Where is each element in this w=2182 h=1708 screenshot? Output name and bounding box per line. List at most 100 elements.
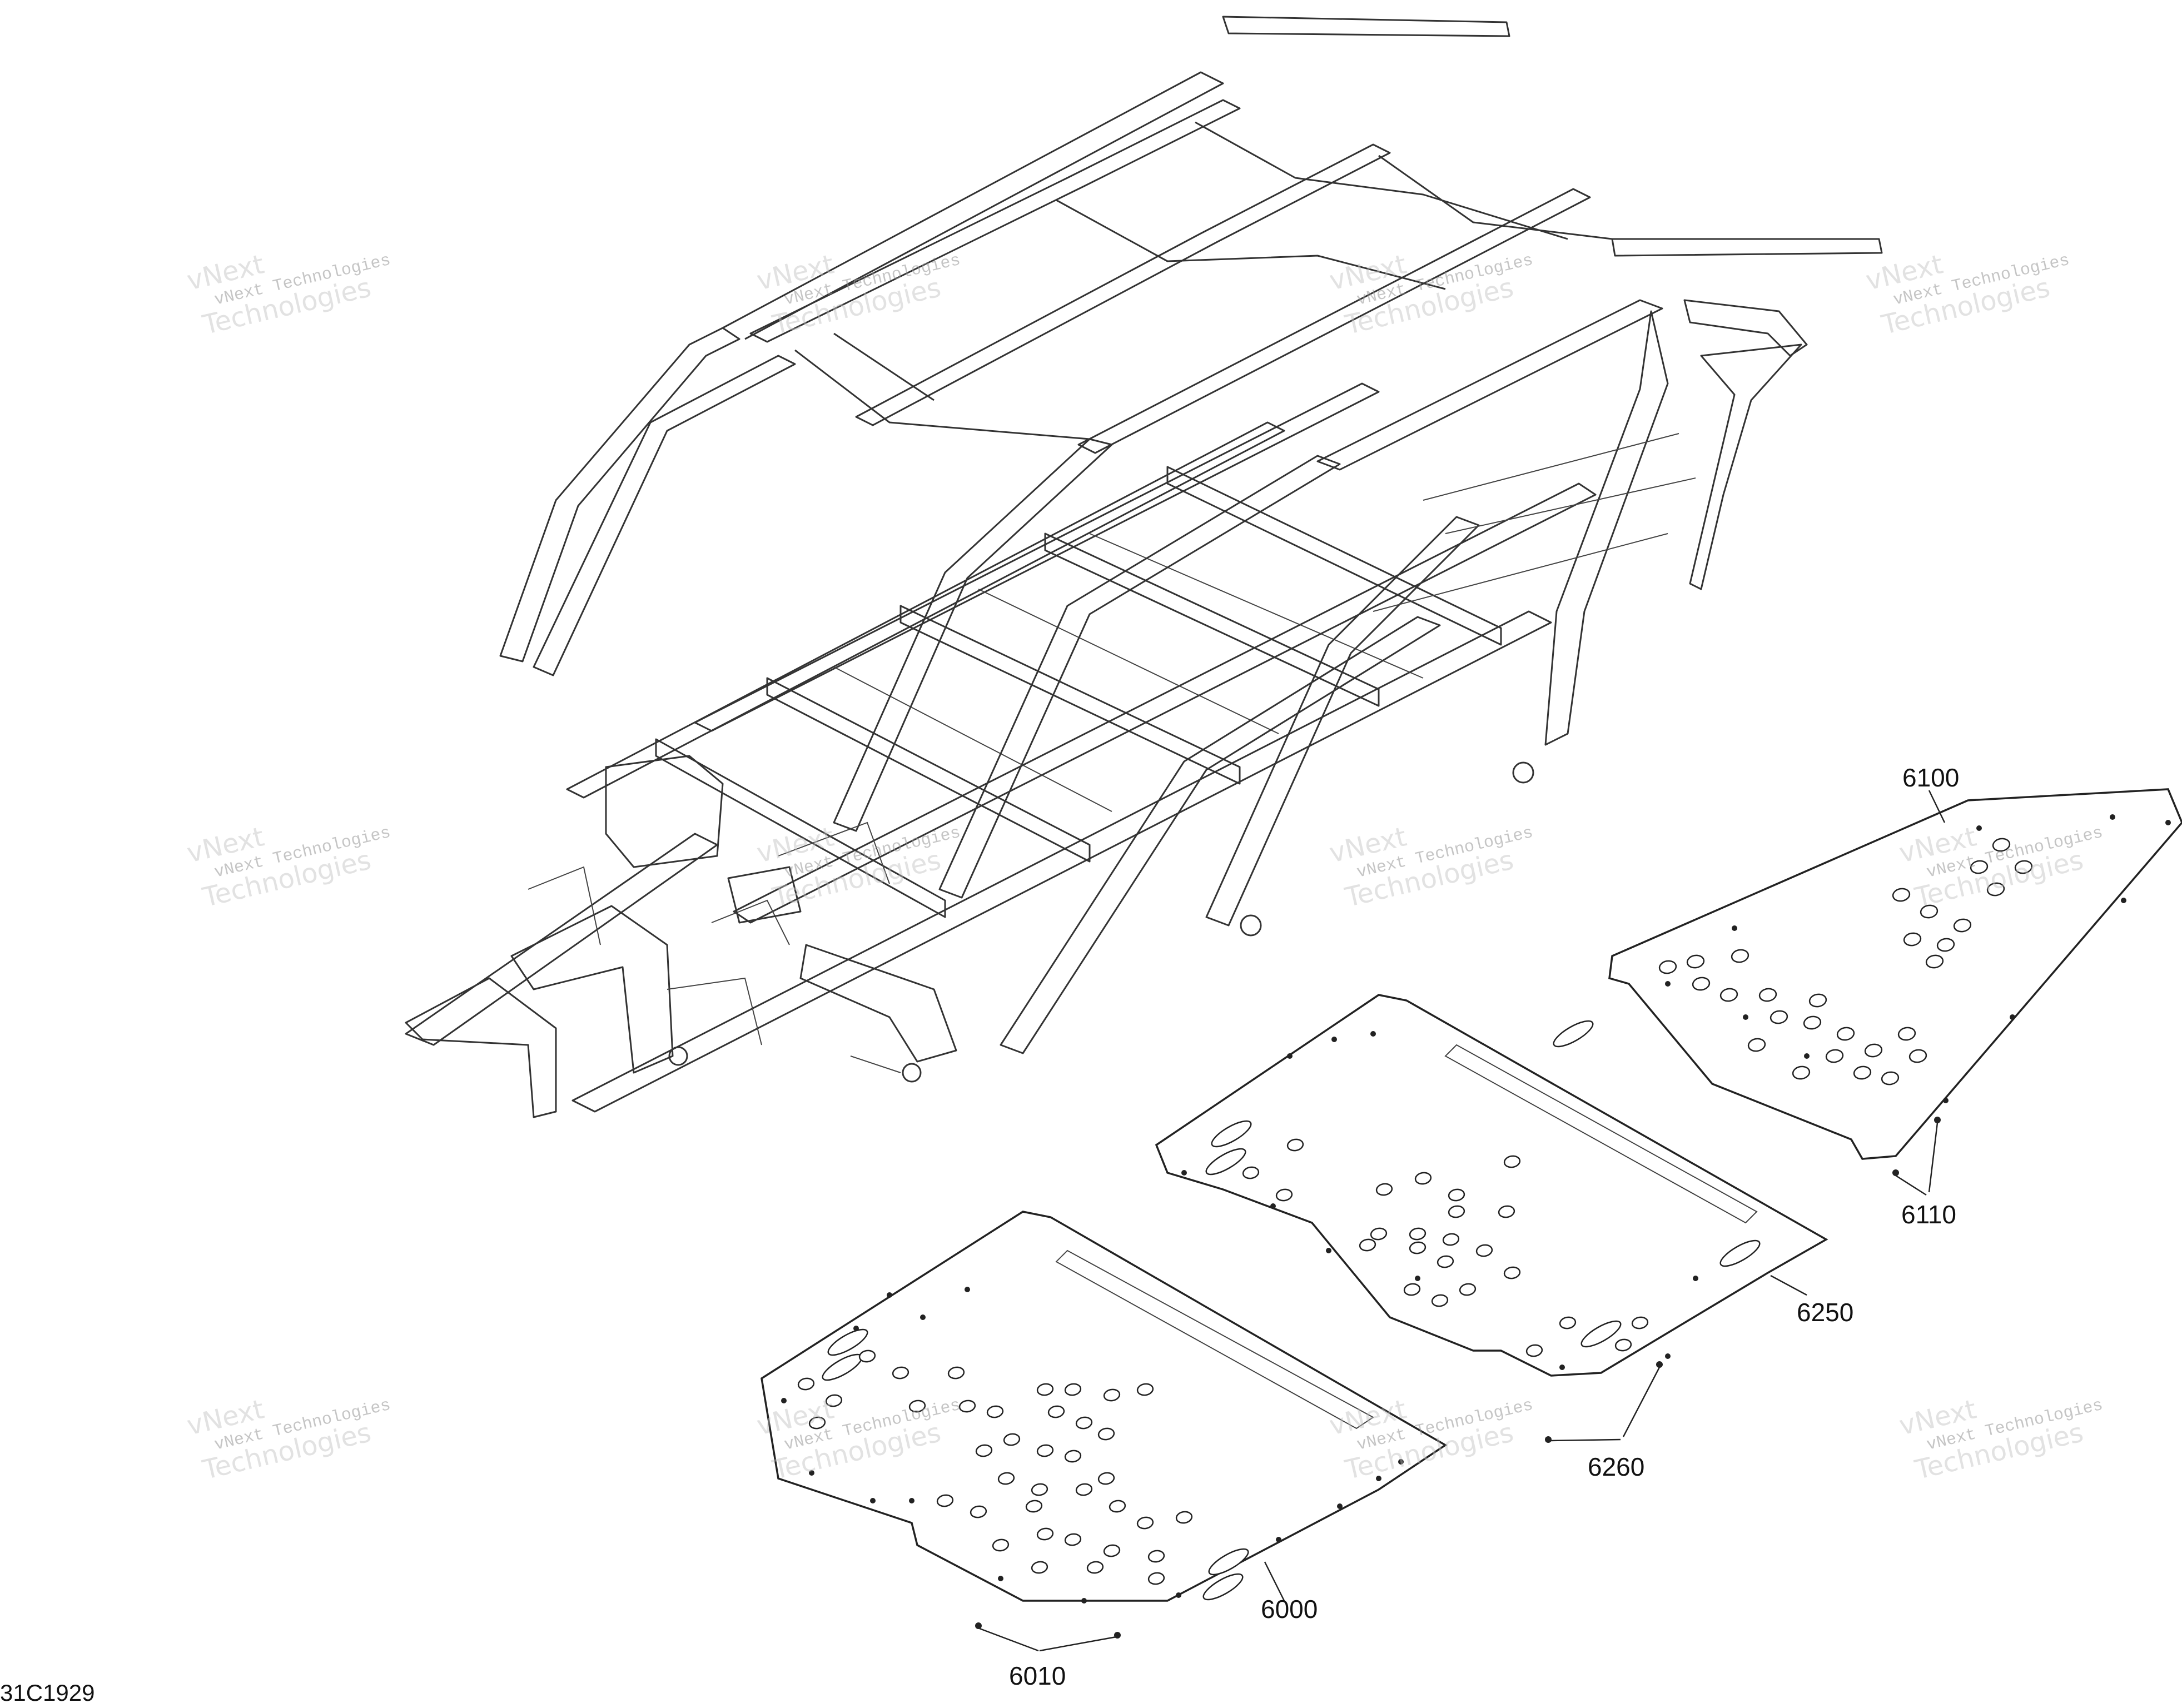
panel-hole <box>1908 1049 1927 1063</box>
leader-6100 <box>1928 790 1946 823</box>
panel-hole <box>1920 904 1939 919</box>
panel-fastener-hole <box>1665 981 1671 987</box>
panel-hole <box>1036 1444 1054 1457</box>
panel-hole <box>1925 954 1944 969</box>
panel-fastener-hole <box>1276 1537 1281 1542</box>
panel-hole <box>1936 938 1955 952</box>
panel-fastener-hole <box>887 1292 892 1298</box>
panel-hole <box>1442 1233 1460 1246</box>
panel-hole <box>1580 1320 1622 1348</box>
panel-hole <box>975 1444 993 1457</box>
plate-6100 <box>1608 788 2182 1160</box>
panel-hole <box>1692 977 1711 991</box>
panel-hole <box>1953 918 1972 933</box>
panel-hole <box>1103 1544 1121 1557</box>
panel-hole <box>892 1366 909 1380</box>
panel-fastener-hole <box>1331 1037 1337 1042</box>
panel-hole <box>1275 1188 1293 1202</box>
panel-hole <box>908 1400 926 1413</box>
panel-hole <box>1202 1573 1244 1601</box>
fasteners <box>975 790 1946 1652</box>
panel-hole <box>858 1350 876 1363</box>
panel-hole <box>1792 1065 1811 1080</box>
panel-fastener-hole <box>1181 1170 1187 1176</box>
leader-6110 <box>1895 1122 1939 1196</box>
panel-hole <box>1208 1548 1249 1576</box>
panel-hole <box>1414 1172 1432 1185</box>
callout-6110: 6110 <box>1901 1200 1956 1229</box>
panel-hole <box>1864 1043 1883 1058</box>
panel-hole <box>1719 1239 1761 1267</box>
panel-hole <box>1175 1511 1193 1524</box>
panel-fastener-hole <box>1370 1031 1376 1037</box>
panel-fastener-hole <box>1415 1276 1420 1281</box>
panel-hole <box>1719 988 1738 1002</box>
panel-fastener-hole <box>1559 1365 1565 1370</box>
panel-hole <box>1853 1065 1872 1080</box>
panel-fastener-hole <box>1376 1476 1381 1481</box>
panel-hole <box>1559 1316 1577 1329</box>
leader-6010 <box>979 1627 1117 1652</box>
panel-hole <box>958 1400 976 1413</box>
panel-hole <box>1136 1516 1154 1530</box>
plate-6000 <box>761 1211 1448 1604</box>
panel-hole <box>1970 860 1989 874</box>
panel-hole <box>1803 1015 1822 1030</box>
panel-hole <box>1758 988 1777 1002</box>
panel-hole <box>1658 960 1677 974</box>
panel-hole <box>1503 1266 1521 1279</box>
panel-fastener-hole <box>909 1498 914 1503</box>
leader-6250 <box>1770 1274 1807 1296</box>
panel-fastener-hole <box>853 1326 859 1331</box>
panel-hole <box>1808 993 1827 1008</box>
panel-fastener-hole <box>998 1576 1003 1581</box>
panel-hole <box>1109 1500 1126 1513</box>
panel-hole <box>1003 1433 1021 1446</box>
panel-hole <box>997 1472 1015 1485</box>
panel-fastener-hole <box>1804 1053 1810 1059</box>
panel-hole <box>1892 888 1911 902</box>
panel-hole <box>1370 1227 1388 1241</box>
panel-hole <box>1498 1205 1515 1218</box>
panel-hole <box>1897 1027 1916 1041</box>
panel-hole <box>1097 1427 1115 1441</box>
panel-hole <box>1475 1244 1493 1257</box>
panel-hole <box>1431 1294 1449 1307</box>
panel-hole <box>1064 1450 1082 1463</box>
panel-hole <box>808 1416 826 1430</box>
panel-hole <box>1286 1138 1304 1152</box>
panel-hole <box>1075 1416 1093 1430</box>
panel-fastener-hole <box>965 1287 970 1292</box>
plate-6250 <box>1155 994 1828 1377</box>
panel-hole <box>1986 882 2005 897</box>
panel-hole <box>1359 1238 1376 1252</box>
panel-fastener-hole <box>1976 825 1982 831</box>
panel-hole <box>1459 1283 1477 1296</box>
panel-hole <box>1086 1561 1104 1574</box>
panel-hole <box>1097 1472 1115 1485</box>
panel-hole <box>1375 1183 1393 1196</box>
panel-fastener-hole <box>1732 925 1737 931</box>
panel-fastener-hole <box>781 1398 787 1403</box>
panel-hole <box>1770 1010 1788 1024</box>
panel-hole <box>1631 1316 1649 1329</box>
panel-hole <box>825 1394 843 1407</box>
panel-hole <box>992 1538 1010 1552</box>
panel-hole <box>2014 860 2033 874</box>
panel-fastener-hole <box>1665 1353 1671 1359</box>
panel-fastener-hole <box>1176 1592 1181 1598</box>
panel-hole <box>797 1377 815 1391</box>
panel-fastener-hole <box>920 1314 926 1320</box>
panel-hole <box>1836 1027 1855 1041</box>
panel-hole <box>1064 1533 1082 1546</box>
diagram-id: 31C1929 <box>0 1680 95 1706</box>
panel-hole <box>1992 838 2011 852</box>
leader-6260 <box>1550 1367 1661 1442</box>
callout-6100: 6100 <box>1902 763 1960 792</box>
callout-6010: 6010 <box>1009 1661 1066 1690</box>
panel-hole <box>827 1328 868 1356</box>
panel-fastener-hole <box>1943 1098 1949 1103</box>
panel-hole <box>936 1494 954 1507</box>
panel-hole <box>947 1366 965 1380</box>
